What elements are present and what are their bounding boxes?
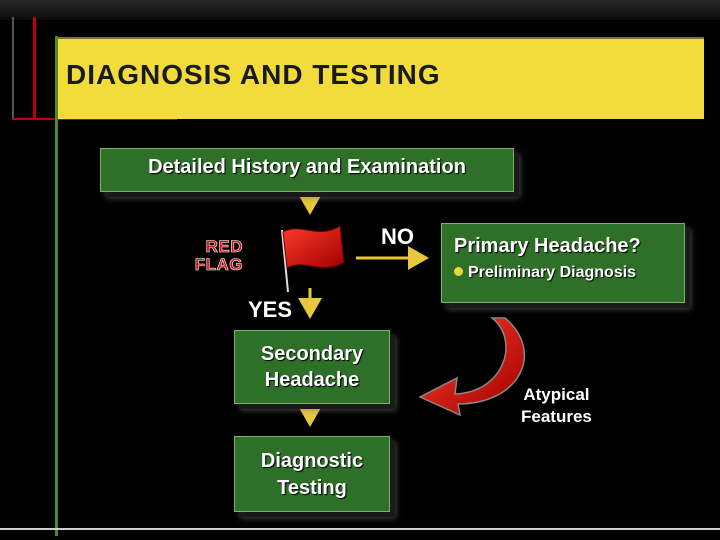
atypical-features-label: Atypical Features [521,384,592,428]
bottom-divider [0,528,720,530]
red-flag-icon [281,225,345,293]
primary-headache-box: Primary Headache? Preliminary Diagnosis [441,223,685,303]
diagnostic-testing-box: Diagnostic Testing [234,436,390,512]
decor-red-underline [12,118,177,120]
preliminary-diagnosis-item: Preliminary Diagnosis [454,264,636,282]
atypical-line2: Features [521,407,592,426]
top-frame [0,0,720,20]
decor-line [12,17,14,120]
red-flag-line1: RED [205,237,243,256]
decor-red-line [33,17,36,120]
bullet-icon [454,267,463,276]
no-label: NO [381,224,414,249]
history-exam-box: Detailed History and Examination [100,148,514,192]
yes-label: YES [248,297,293,322]
secondary-line2: Headache [264,369,360,391]
curved-arrow-icon [418,317,526,417]
testing-line2: Testing [277,477,347,499]
primary-headache-title: Primary Headache? [454,235,641,257]
red-flag-label: RED FLAG [185,237,243,274]
history-exam-text: Detailed History and Examination [148,156,466,178]
red-flag-line2: FLAG [194,255,243,274]
decor-green-line [55,36,58,536]
secondary-headache-box: Secondary Headache [234,330,390,404]
secondary-line1: Secondary [260,343,364,365]
title-bar: DIAGNOSIS AND TESTING [58,37,704,119]
testing-line1: Diagnostic [260,450,364,472]
preliminary-diagnosis-text: Preliminary Diagnosis [468,264,637,281]
slide-title: DIAGNOSIS AND TESTING [66,59,441,90]
atypical-line1: Atypical [523,385,590,404]
